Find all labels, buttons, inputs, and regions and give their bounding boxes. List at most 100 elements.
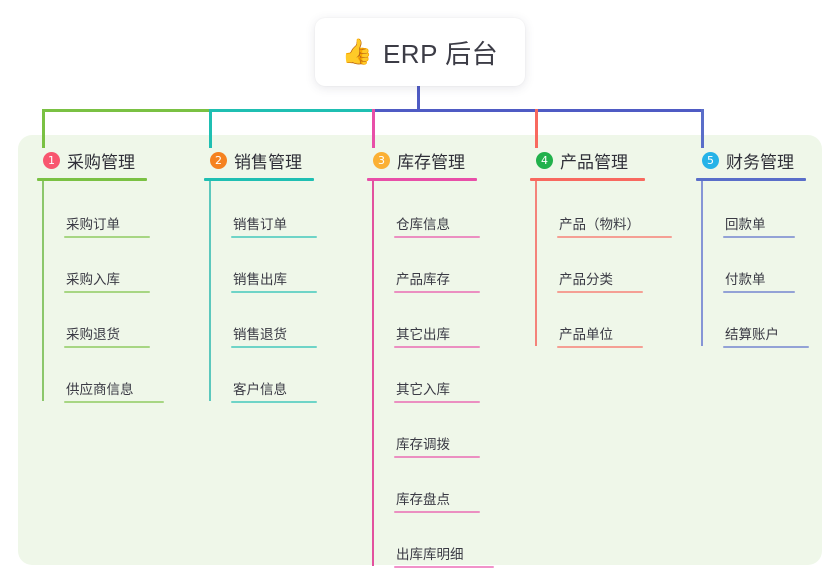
branch-underline-2 xyxy=(204,178,314,181)
leaf-item-label: 仓库信息 xyxy=(396,217,450,232)
leaf-item[interactable]: 销售出库 xyxy=(211,236,317,293)
branch-rail-3 xyxy=(372,181,374,566)
branch-number-badge-3: 3 xyxy=(373,151,390,169)
root-node-content: 👍 ERP 后台 xyxy=(342,34,498,71)
leaf-item-label: 销售订单 xyxy=(233,217,287,232)
leaf-item[interactable]: 出库库明细 xyxy=(374,511,494,568)
leaf-item-label: 出库库明细 xyxy=(396,547,464,562)
branch-title-4: 产品管理 xyxy=(560,152,628,172)
branch-rail-4 xyxy=(535,181,537,346)
leaf-item-underline xyxy=(394,401,480,403)
leaf-item-label: 结算账户 xyxy=(725,327,779,342)
leaf-item[interactable]: 付款单 xyxy=(703,236,809,293)
branch-rail-5 xyxy=(701,181,703,346)
root-node-card[interactable]: 👍 ERP 后台 xyxy=(315,18,525,86)
leaf-item-label: 库存盘点 xyxy=(396,492,450,507)
leaf-item-underline xyxy=(231,291,317,293)
branch-column-3: 3 库存管理仓库信息产品库存其它出库其它入库库存调拨库存盘点出库库明细 xyxy=(367,147,494,568)
branch-underline-5 xyxy=(696,178,806,181)
branch-items-3: 仓库信息产品库存其它出库其它入库库存调拨库存盘点出库库明细 xyxy=(372,181,494,568)
leaf-item-underline xyxy=(723,291,795,293)
leaf-item-underline xyxy=(64,291,150,293)
leaf-item[interactable]: 库存盘点 xyxy=(374,456,494,513)
leaf-item-label: 其它出库 xyxy=(396,327,450,342)
branch-items-2: 销售订单销售出库销售退货客户信息 xyxy=(209,181,317,403)
leaf-item[interactable]: 采购订单 xyxy=(44,181,164,238)
branch-items-5: 回款单付款单结算账户 xyxy=(701,181,809,348)
branch-underline-3 xyxy=(367,178,477,181)
leaf-item[interactable]: 产品（物料） xyxy=(537,181,672,238)
leaf-item-label: 销售退货 xyxy=(233,327,287,342)
branch-title-3: 库存管理 xyxy=(397,152,465,172)
thumbs-up-icon: 👍 xyxy=(341,37,373,66)
leaf-item-underline xyxy=(557,291,643,293)
leaf-item-underline xyxy=(231,236,317,238)
leaf-item[interactable]: 产品单位 xyxy=(537,291,672,348)
leaf-item-label: 库存调拨 xyxy=(396,437,450,452)
leaf-item[interactable]: 库存调拨 xyxy=(374,401,494,458)
leaf-item-underline xyxy=(394,291,480,293)
leaf-item[interactable]: 销售订单 xyxy=(211,181,317,238)
branch-title-5: 财务管理 xyxy=(726,152,794,172)
branch-items-4: 产品（物料） 产品分类产品单位 xyxy=(535,181,672,348)
leaf-item-underline xyxy=(64,401,164,403)
leaf-item-label: 采购入库 xyxy=(66,272,120,287)
branch-drop-connector-3 xyxy=(372,109,375,148)
branches-panel xyxy=(18,135,822,565)
leaf-item[interactable]: 回款单 xyxy=(703,181,809,238)
leaf-item-label: 产品分类 xyxy=(559,272,613,287)
leaf-item-underline xyxy=(64,236,150,238)
leaf-item-label: 采购退货 xyxy=(66,327,120,342)
leaf-item-label: 回款单 xyxy=(725,217,766,232)
leaf-item[interactable]: 产品库存 xyxy=(374,236,494,293)
leaf-item[interactable]: 产品分类 xyxy=(537,236,672,293)
branch-underline-1 xyxy=(37,178,147,181)
branch-header-4[interactable]: 4 产品管理 xyxy=(530,147,672,173)
leaf-item-underline xyxy=(557,236,672,238)
leaf-item[interactable]: 采购退货 xyxy=(44,291,164,348)
branch-number-badge-5: 5 xyxy=(702,151,719,169)
branch-header-2[interactable]: 2 销售管理 xyxy=(204,147,317,173)
leaf-item-underline xyxy=(394,456,480,458)
root-node-title: ERP 后台 xyxy=(382,38,499,69)
branch-column-4: 4 产品管理产品（物料） 产品分类产品单位 xyxy=(530,147,672,348)
branch-title-2: 销售管理 xyxy=(234,152,302,172)
leaf-item[interactable]: 销售退货 xyxy=(211,291,317,348)
leaf-item-label: 销售出库 xyxy=(233,272,287,287)
branch-items-1: 采购订单采购入库采购退货供应商信息 xyxy=(42,181,164,403)
leaf-item-label: 供应商信息 xyxy=(66,382,134,397)
leaf-item[interactable]: 其它入库 xyxy=(374,346,494,403)
leaf-item-underline xyxy=(394,566,494,568)
leaf-item-label: 产品单位 xyxy=(559,327,613,342)
branch-rail-1 xyxy=(42,181,44,401)
leaf-item[interactable]: 仓库信息 xyxy=(374,181,494,238)
bar-segment-middle xyxy=(209,109,372,112)
leaf-item[interactable]: 采购入库 xyxy=(44,236,164,293)
leaf-item-label: 客户信息 xyxy=(233,382,287,397)
branch-number-badge-4: 4 xyxy=(536,151,553,169)
branch-rail-2 xyxy=(209,181,211,401)
leaf-item[interactable]: 客户信息 xyxy=(211,346,317,403)
branch-number-badge-1: 1 xyxy=(43,151,60,169)
leaf-item-label: 产品库存 xyxy=(396,272,450,287)
leaf-item-underline xyxy=(723,236,795,238)
branch-column-5: 5 财务管理回款单付款单结算账户 xyxy=(696,147,809,348)
bar-segment-right xyxy=(372,109,704,112)
leaf-item[interactable]: 供应商信息 xyxy=(44,346,164,403)
branch-header-3[interactable]: 3 库存管理 xyxy=(367,147,494,173)
bar-segment-left xyxy=(42,109,209,112)
leaf-item[interactable]: 其它出库 xyxy=(374,291,494,348)
leaf-item-label: 采购订单 xyxy=(66,217,120,232)
leaf-item-underline xyxy=(557,346,643,348)
leaf-item-label: 产品（物料） xyxy=(559,217,640,232)
branch-drop-connector-5 xyxy=(701,109,704,148)
leaf-item-label: 付款单 xyxy=(725,272,766,287)
leaf-item[interactable]: 结算账户 xyxy=(703,291,809,348)
branch-drop-connector-1 xyxy=(42,109,45,148)
branch-header-5[interactable]: 5 财务管理 xyxy=(696,147,809,173)
leaf-item-underline xyxy=(231,346,317,348)
branch-number-badge-2: 2 xyxy=(210,151,227,169)
leaf-item-underline xyxy=(64,346,150,348)
